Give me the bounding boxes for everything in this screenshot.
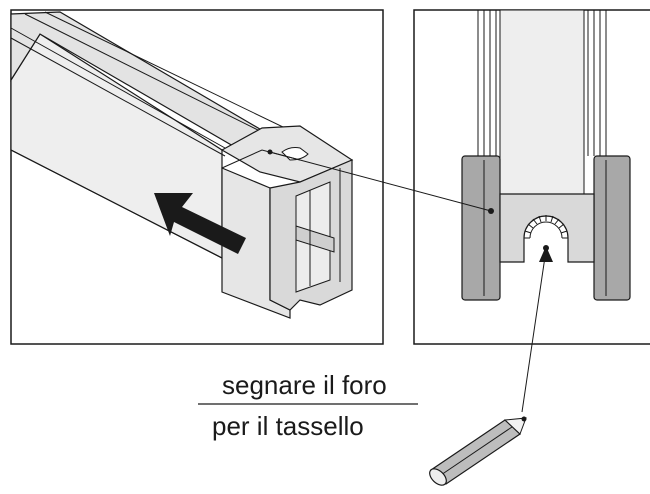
- cap-block-left: [461, 155, 501, 301]
- rail-right: [587, 10, 607, 156]
- rail-left: [477, 10, 497, 156]
- leader-line: [521, 249, 547, 413]
- notch-hatching: [524, 215, 568, 239]
- leader-line: [269, 151, 492, 212]
- end-cap-tab: [295, 225, 335, 253]
- profile-groove: [10, 37, 226, 157]
- instruction-line-1: segnare il foro: [222, 370, 387, 400]
- left-panel: [10, 9, 384, 345]
- leader-arrowhead: [539, 246, 553, 262]
- instruction-line-2: per il tassello: [212, 411, 364, 441]
- profile-center: [499, 9, 585, 195]
- cap-block-right: [593, 155, 631, 301]
- profile-edge: [10, 149, 223, 259]
- profile-groove: [44, 11, 286, 129]
- profile-groove: [10, 27, 226, 149]
- right-panel: [413, 9, 650, 345]
- slide-left-arrow-icon: [154, 193, 246, 254]
- pencil-icon: [429, 416, 527, 486]
- profile-groove: [24, 13, 271, 137]
